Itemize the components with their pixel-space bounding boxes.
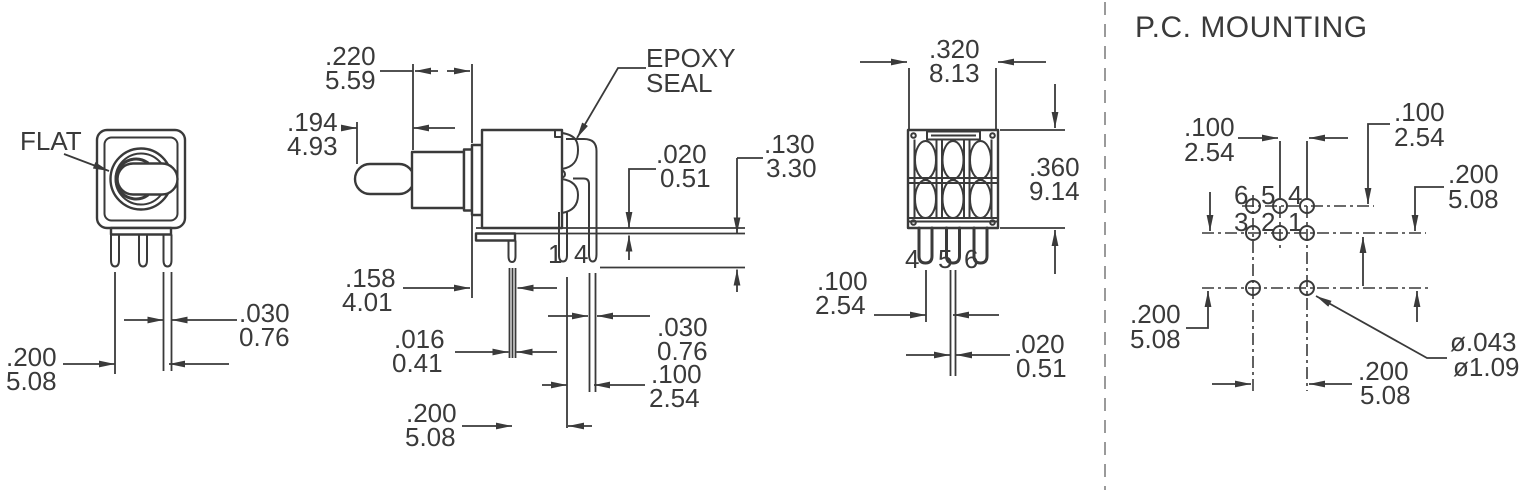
dim-rear-lead-pitch-in: .100 xyxy=(817,266,868,296)
switch-body-side xyxy=(480,128,564,230)
terminal-6-label-rear: 6 xyxy=(964,244,978,274)
terminal-1-lead xyxy=(558,212,568,263)
front-view-dimensions xyxy=(63,153,237,374)
front-view-outline xyxy=(95,128,187,268)
dim-hole-diameter-in: ø.043 xyxy=(1450,327,1517,357)
hole-2 xyxy=(1272,225,1288,241)
dim-body-width-in: .320 xyxy=(929,34,980,64)
terminal-4-label-rear: 4 xyxy=(905,244,919,274)
dim-lead-thickness-mm: 0.41 xyxy=(392,348,443,378)
side-view-dimensions xyxy=(341,64,763,430)
epoxy-seal-label-line1: EPOXY xyxy=(646,43,736,73)
terminal-6-lead-rear xyxy=(972,226,989,265)
hole-3 xyxy=(1245,225,1261,241)
dim-standoff-in: .020 xyxy=(656,139,707,169)
hole-1 xyxy=(1299,225,1315,241)
bracket-lead xyxy=(507,240,517,263)
dim-seal-to-tip-in: .130 xyxy=(764,129,815,159)
toggle-lever-front xyxy=(116,162,179,196)
dim-side-lead-pitch-in: .100 xyxy=(651,359,702,389)
dim-row-to-mount-right-mm: 5.08 xyxy=(1448,184,1499,214)
dim-body-height-mm: 9.14 xyxy=(1029,176,1080,206)
contact-columns xyxy=(913,139,993,219)
hole-6 xyxy=(1245,198,1261,214)
dim-bracket-to-lead-mm: 5.08 xyxy=(405,422,456,452)
dim-row-pitch-mm: 2.54 xyxy=(1394,122,1445,152)
terminal-1-label: 1 xyxy=(548,239,562,269)
mount-hole-left xyxy=(1245,280,1261,296)
dim-side-lead-width-mm: 0.76 xyxy=(657,336,708,366)
pc-mounting-dimensions xyxy=(1186,123,1447,388)
hole-label-5: 5 xyxy=(1261,180,1275,210)
dim-front-lead-spacing-mm: 5.08 xyxy=(6,366,57,396)
dim-rear-lead-pitch-mm: 2.54 xyxy=(815,290,866,320)
flat-leader-line xyxy=(63,153,110,172)
hole-label-3: 3 xyxy=(1234,207,1248,237)
epoxy-seal-bump-bottom xyxy=(561,178,579,214)
bushing xyxy=(410,150,466,210)
dim-mount-hole-spacing-in: .200 xyxy=(1358,356,1409,386)
dim-seal-to-tip-mm: 3.30 xyxy=(766,153,817,183)
terminal-5-lead-rear xyxy=(945,226,961,265)
dim-col-pitch-mm: 2.54 xyxy=(1184,137,1235,167)
dim-rear-lead-thickness-in: .020 xyxy=(1014,329,1065,359)
hole-5 xyxy=(1272,198,1288,214)
dim-rear-lead-thickness-mm: 0.51 xyxy=(1016,353,1067,383)
terminal-4-lead xyxy=(566,138,598,263)
dim-col-pitch-in: .100 xyxy=(1184,112,1235,142)
dim-front-lead-width-mm: 0.76 xyxy=(239,322,290,352)
toggle-flat-arc xyxy=(114,157,149,201)
hole-pattern xyxy=(1245,198,1315,296)
flat-label: FLAT xyxy=(20,126,82,156)
side-view: .220 5.59 .194 4.93 EPOXY SEAL .020 0.51… xyxy=(287,41,817,452)
rear-view-outline xyxy=(906,128,1000,265)
dim-hole-diameter-mm: ø1.09 xyxy=(1453,352,1520,382)
dim-row-pitch-in: .100 xyxy=(1394,97,1445,127)
mount-hole-right xyxy=(1299,280,1315,296)
epoxy-seal-leader-line xyxy=(576,67,646,139)
side-view-outline xyxy=(353,128,745,269)
hole-diameter-leader-line xyxy=(1315,295,1447,359)
dim-toggle-length-mm: 4.93 xyxy=(287,131,338,161)
hole-4 xyxy=(1299,198,1315,214)
rear-view-dimensions xyxy=(860,58,1065,376)
dim-front-lead-spacing-in: .200 xyxy=(6,342,57,372)
dim-front-lead-width-in: .030 xyxy=(239,298,290,328)
dim-side-lead-width-in: .030 xyxy=(657,312,708,342)
dim-body-width-mm: 8.13 xyxy=(929,58,980,88)
dim-row-to-mount-left-mm: 5.08 xyxy=(1130,324,1181,354)
dim-bushing-length-in: .220 xyxy=(325,41,376,71)
hole-label-2: 2 xyxy=(1261,207,1275,237)
dim-bushing-length-mm: 5.59 xyxy=(325,65,376,95)
toggle-lever-side xyxy=(353,162,416,196)
dim-bracket-to-lead-in: .200 xyxy=(406,398,457,428)
hole-label-4: 4 xyxy=(1288,180,1302,210)
dim-standoff-mm: 0.51 xyxy=(660,163,711,193)
pc-mounting-title: P.C. MOUNTING xyxy=(1135,11,1368,44)
hole-label-1: 1 xyxy=(1288,207,1302,237)
hole-pattern-centerlines xyxy=(1202,141,1430,391)
dim-toggle-length-in: .194 xyxy=(287,107,338,137)
mounting-bracket xyxy=(474,232,517,242)
hole-label-6: 6 xyxy=(1234,180,1248,210)
dim-bracket-offset-in: .158 xyxy=(345,263,396,293)
dim-mount-hole-spacing-mm: 5.08 xyxy=(1360,380,1411,410)
pc-mounting-view: P.C. MOUNTING xyxy=(1130,11,1520,410)
dim-row-to-mount-left-in: .200 xyxy=(1130,299,1181,329)
dim-row-to-mount-right-in: .200 xyxy=(1448,159,1499,189)
dim-lead-thickness-in: .016 xyxy=(394,324,445,354)
epoxy-seal-label-line2: SEAL xyxy=(646,68,713,98)
dim-bracket-offset-mm: 4.01 xyxy=(342,287,393,317)
terminal-4-lead-rear xyxy=(917,226,934,265)
epoxy-seal-bump-top xyxy=(561,132,579,170)
terminal-5-label-rear: 5 xyxy=(938,244,952,274)
terminal-4-label: 4 xyxy=(574,239,588,269)
rear-view: .320 8.13 .360 9.14 4 5 6 .100 2.54 .020… xyxy=(815,34,1080,383)
dim-side-lead-pitch-mm: 2.54 xyxy=(649,383,700,413)
dim-body-height-in: .360 xyxy=(1029,152,1080,182)
front-view: FLAT .030 0.76 .200 5.08 xyxy=(6,126,290,396)
